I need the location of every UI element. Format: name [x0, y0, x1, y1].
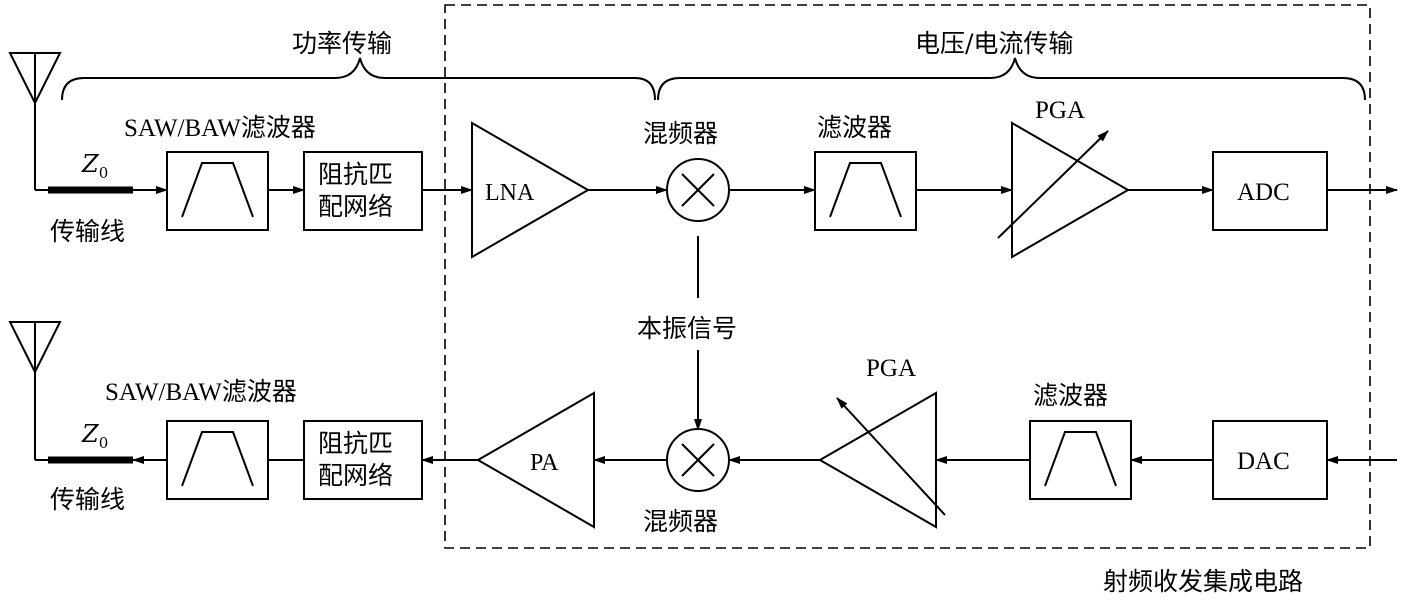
adc-box: ADC: [1212, 151, 1328, 231]
svg-text:阻抗匹: 阻抗匹: [318, 160, 393, 189]
rx-z0-label: Z0: [81, 150, 108, 182]
power-transfer-label: 功率传输: [292, 29, 392, 58]
rx-saw-filter-box: [166, 151, 269, 231]
lo-signal-label: 本振信号: [637, 314, 737, 343]
svg-text:ADC: ADC: [1237, 179, 1290, 206]
tx-mixer-icon: [666, 428, 730, 492]
tx-filter-box: [1029, 420, 1132, 500]
rx-mixer-label: 混频器: [643, 119, 718, 148]
tx-antenna-icon: [8, 321, 62, 461]
tx-tline-label: 传输线: [50, 485, 125, 514]
tx-pga-label: PGA: [866, 355, 916, 382]
svg-text:配网络: 配网络: [318, 461, 393, 490]
tx-matching-network-box: 阻抗匹 配网络: [303, 420, 423, 500]
rx-mixer-icon: [666, 158, 730, 222]
tx-saw-filter-box: [166, 420, 269, 500]
tx-mixer-label: 混频器: [643, 507, 718, 536]
rx-antenna-icon: [8, 52, 62, 191]
svg-text:DAC: DAC: [1237, 448, 1290, 475]
rf-ic-boundary: [444, 4, 1371, 549]
rx-tline-label: 传输线: [50, 217, 125, 246]
pa-amplifier: PA: [476, 391, 595, 529]
tx-z0-label: Z0: [81, 420, 108, 452]
tx-saw-filter-title: SAW/BAW滤波器: [105, 378, 297, 406]
lna-amplifier: LNA: [471, 121, 590, 259]
power-transfer-brace: [61, 57, 656, 101]
rx-filter-label: 滤波器: [817, 113, 892, 142]
svg-text:阻抗匹: 阻抗匹: [318, 429, 393, 458]
rx-filter-box: [814, 151, 917, 231]
rx-pga-amplifier: [997, 121, 1130, 259]
svg-text:配网络: 配网络: [318, 192, 393, 221]
tx-pga-amplifier: [818, 391, 946, 529]
rx-saw-filter-title: SAW/BAW滤波器: [124, 114, 316, 142]
svg-text:LNA: LNA: [485, 180, 535, 206]
svg-text:PA: PA: [530, 450, 559, 476]
voltage-current-label: 电压/电流传输: [915, 29, 1073, 58]
tx-filter-label: 滤波器: [1033, 381, 1108, 410]
voltage-current-brace: [657, 57, 1366, 101]
rx-pga-label: PGA: [1035, 97, 1085, 124]
rx-matching-network-box: 阻抗匹 配网络: [303, 151, 423, 231]
rf-ic-label: 射频收发集成电路: [1103, 567, 1303, 596]
dac-box: DAC: [1212, 420, 1328, 500]
